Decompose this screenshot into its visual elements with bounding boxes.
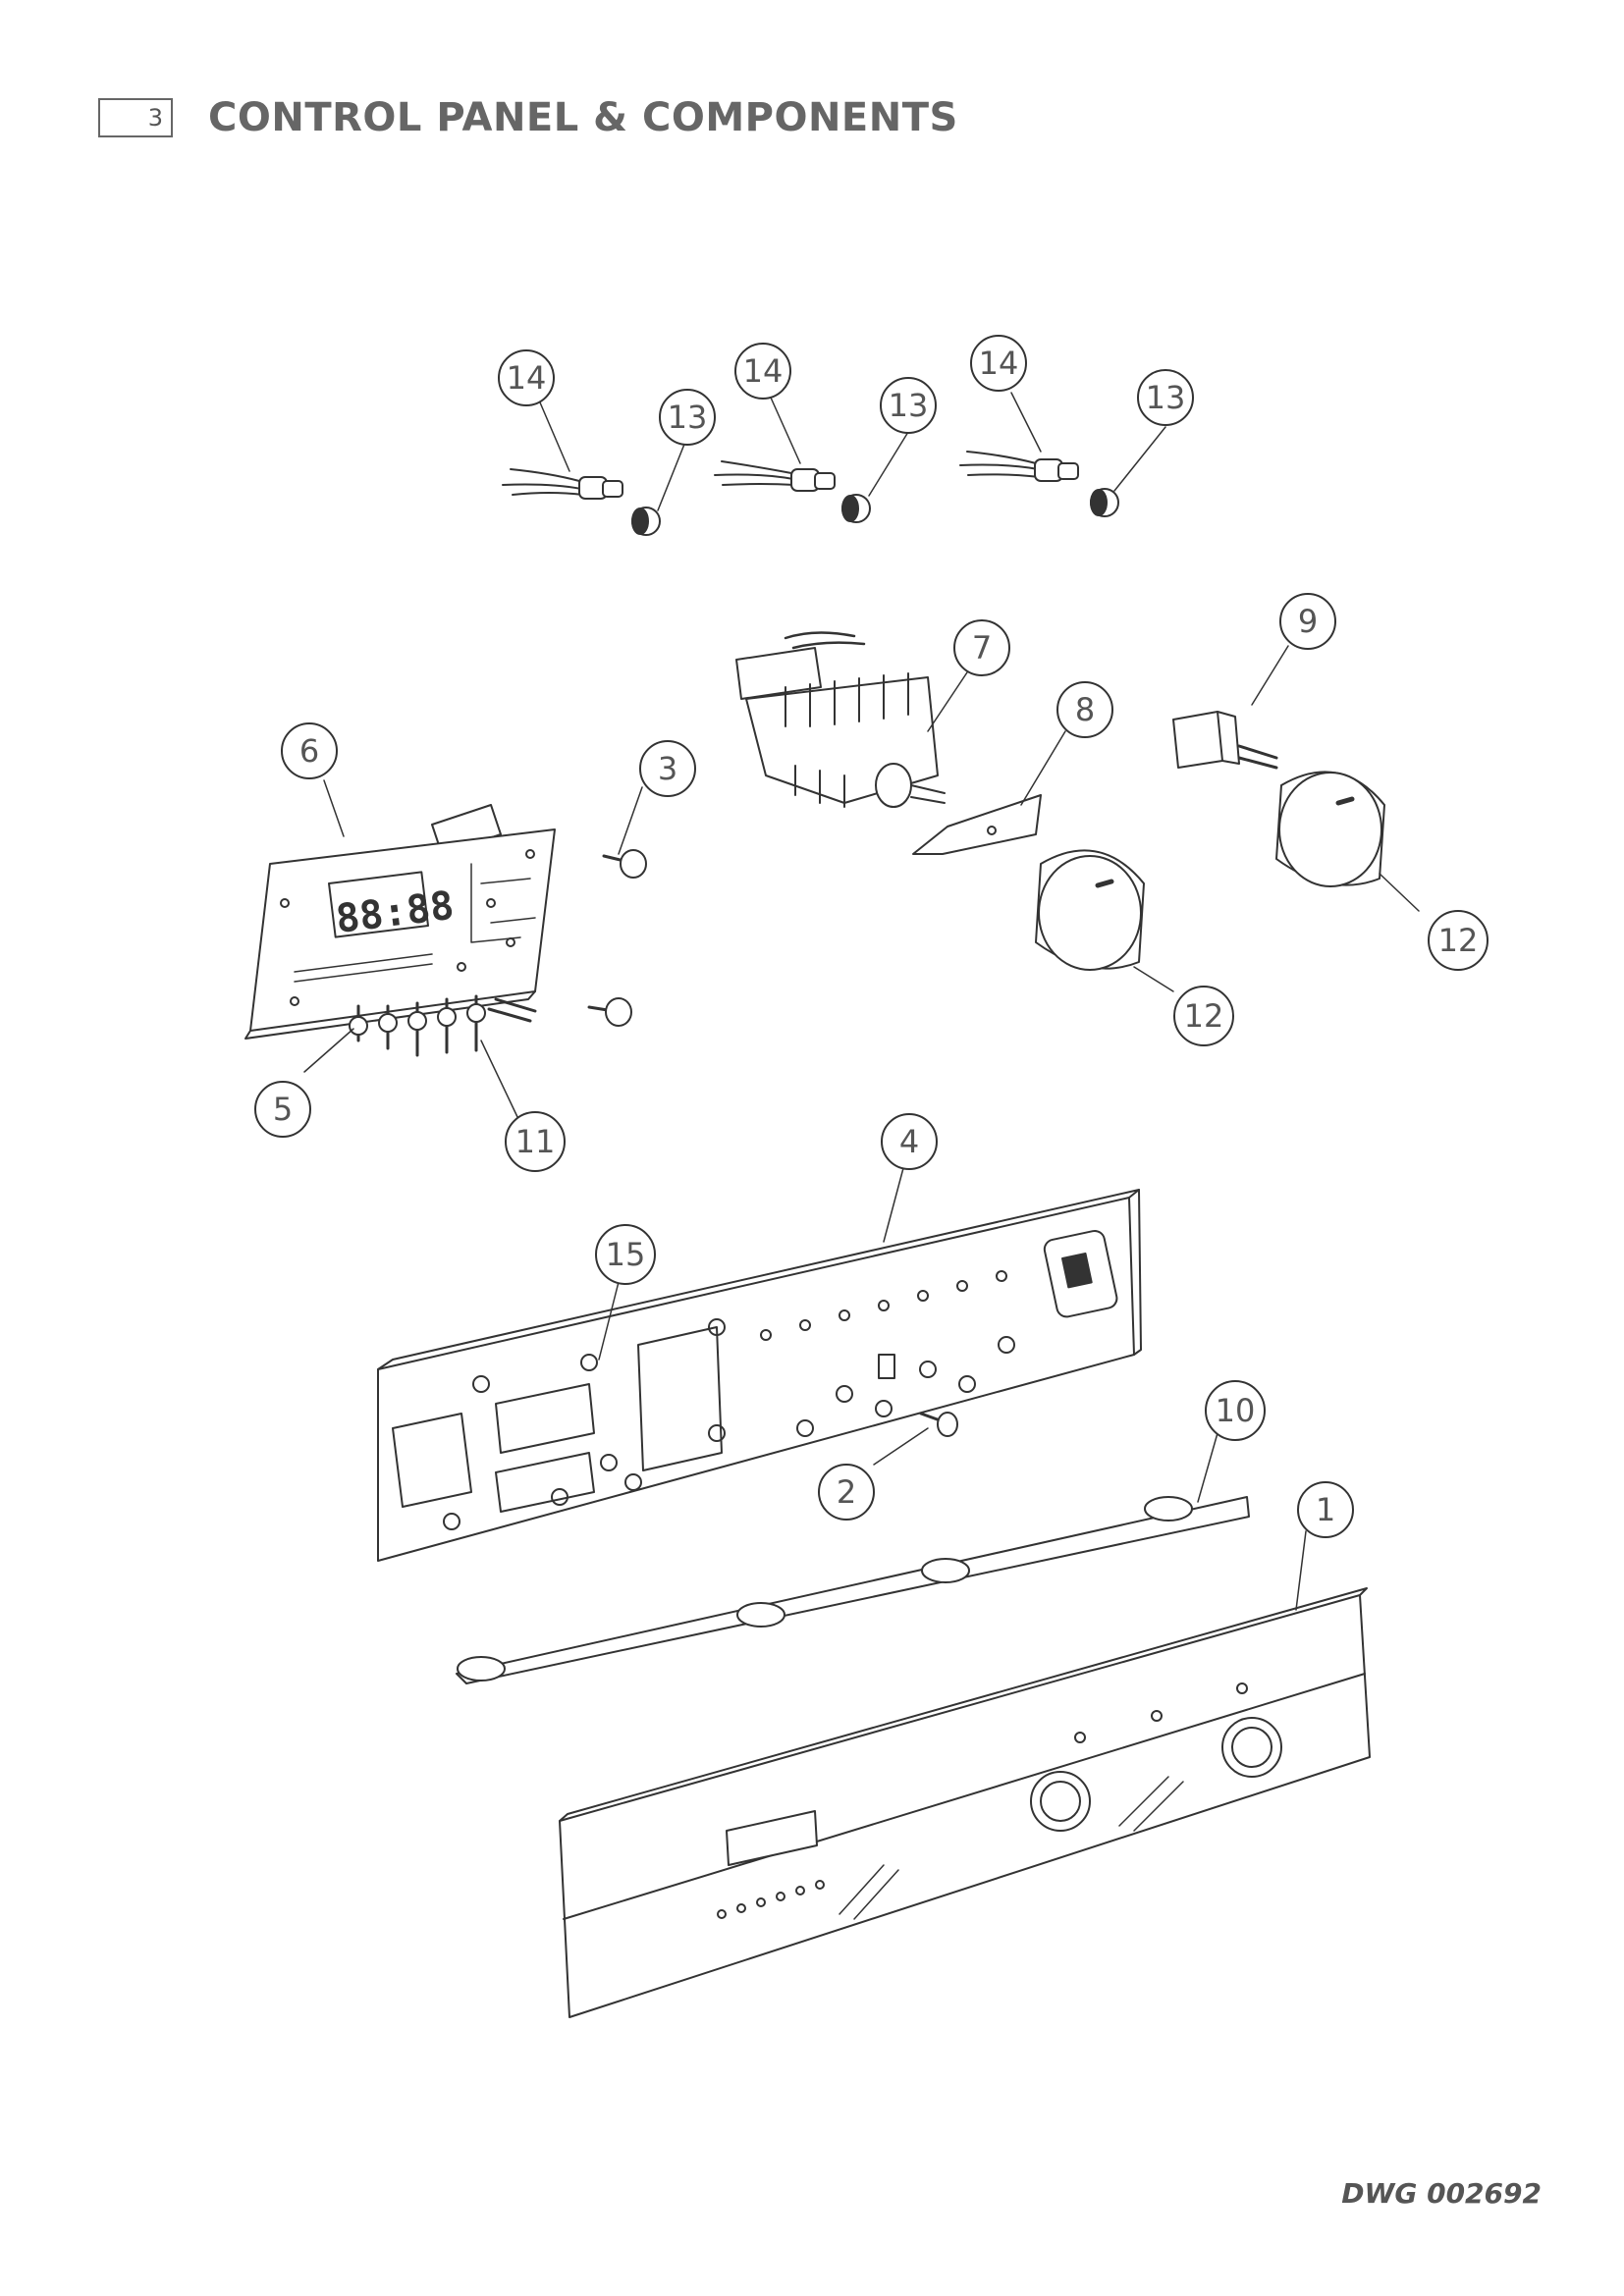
thermostat — [1172, 711, 1278, 770]
callout-number: 5 — [273, 1091, 293, 1128]
callout-14c: 14 — [970, 335, 1027, 392]
callout-number: 1 — [1316, 1491, 1335, 1528]
callout-11: 11 — [505, 1111, 566, 1172]
callout-number: 13 — [668, 399, 708, 436]
callout-number: 9 — [1298, 603, 1318, 640]
callout-number: 14 — [979, 345, 1019, 382]
section-number: 3 — [147, 104, 163, 132]
callout-1: 1 — [1297, 1481, 1354, 1538]
callout-13b: 13 — [880, 377, 937, 434]
callout-8: 8 — [1056, 681, 1113, 738]
callout-14b: 14 — [734, 343, 791, 400]
push-rods — [349, 994, 537, 1057]
front-control-panel — [559, 1587, 1371, 2018]
callout-3: 3 — [639, 740, 696, 797]
callout-4: 4 — [881, 1113, 938, 1170]
callout-number: 4 — [899, 1123, 919, 1160]
callout-5: 5 — [254, 1081, 311, 1138]
control-knob-2 — [1275, 771, 1385, 887]
callout-13c: 13 — [1137, 369, 1194, 426]
callout-10: 10 — [1205, 1380, 1266, 1441]
callout-9: 9 — [1279, 593, 1336, 650]
rocker-bracket — [456, 1496, 1250, 1684]
indicator-lamp-assembly-2 — [714, 460, 871, 523]
callout-number: 12 — [1438, 922, 1479, 959]
backplate — [377, 1189, 1142, 1562]
callout-12a: 12 — [1428, 910, 1489, 971]
panel-fixing-screw — [919, 1412, 958, 1437]
callout-number: 8 — [1075, 691, 1095, 728]
callout-13a: 13 — [659, 389, 716, 446]
callout-number: 14 — [743, 352, 784, 390]
callout-number: 14 — [507, 359, 547, 397]
callout-number: 10 — [1216, 1392, 1256, 1429]
callout-14a: 14 — [498, 349, 555, 406]
header: 3 CONTROL PANEL & COMPONENTS — [98, 94, 958, 141]
callout-number: 6 — [299, 732, 319, 770]
pcb-mounting-clips — [587, 849, 647, 1027]
callout-2: 2 — [818, 1464, 875, 1521]
callout-number: 12 — [1184, 997, 1224, 1035]
control-pcb: 88:88 — [244, 804, 556, 1040]
callout-number: 11 — [515, 1123, 556, 1160]
callout-15: 15 — [595, 1224, 656, 1285]
callout-number: 3 — [658, 750, 677, 787]
drawing-number: DWG 002692 — [1341, 2177, 1542, 2210]
indicator-lamp-assembly-1 — [502, 468, 661, 536]
selector-switch — [735, 631, 946, 808]
callout-6: 6 — [281, 722, 338, 779]
callout-number: 2 — [837, 1473, 856, 1511]
callout-number: 13 — [889, 387, 929, 424]
leader-lines — [303, 392, 1420, 1611]
callout-number: 7 — [972, 629, 992, 667]
page-title: CONTROL PANEL & COMPONENTS — [208, 95, 958, 140]
callout-number: 15 — [606, 1236, 646, 1273]
callout-number: 13 — [1146, 379, 1186, 416]
callout-7: 7 — [953, 619, 1010, 676]
callout-12b: 12 — [1173, 986, 1234, 1046]
indicator-lamp-assembly-3 — [959, 451, 1119, 517]
switch-gasket — [912, 794, 1042, 855]
control-knob-1 — [1035, 849, 1145, 971]
section-number-box: 3 — [98, 98, 173, 137]
